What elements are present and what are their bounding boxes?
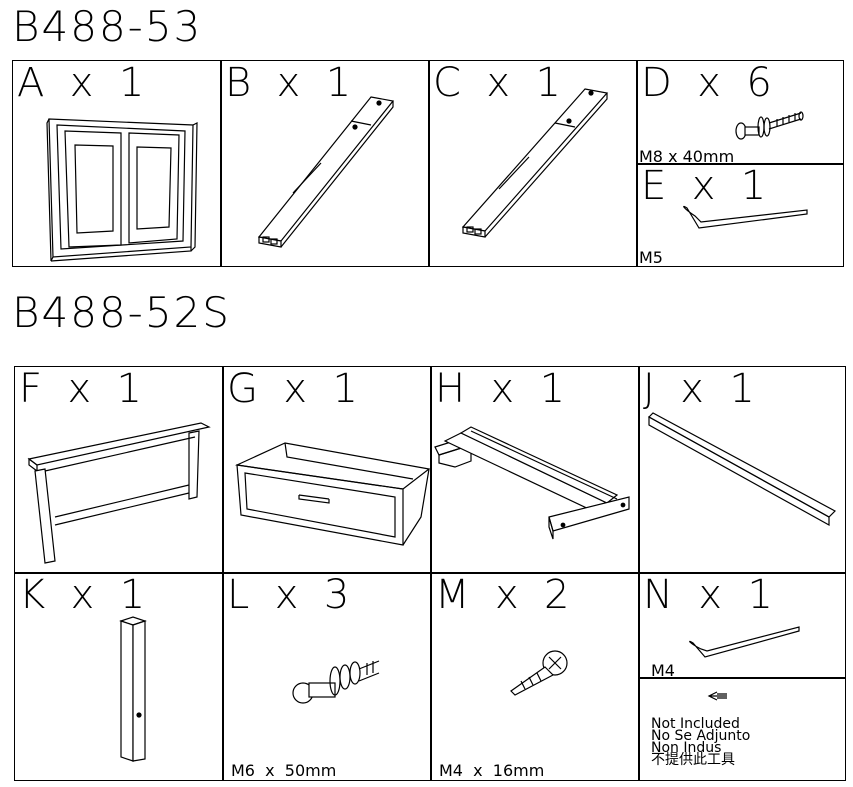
note-line-french: Non Indus — [651, 740, 722, 756]
support-frame-icon — [434, 426, 630, 540]
part-g-cell: G x 1 — [222, 366, 432, 574]
part-e-cell: E x 1 M5 — [636, 163, 844, 267]
base-frame-icon — [27, 422, 211, 564]
part-l-label: L x 3 — [227, 572, 350, 618]
part-l-cell: L x 3 M6 x 50mm — [222, 572, 432, 781]
part-h-cell: H x 1 — [430, 366, 640, 574]
part-g-label: G x 1 — [227, 366, 358, 412]
part-k-cell: K x 1 — [14, 572, 224, 781]
part-m-cell: M x 2 M4 x 16mm — [430, 572, 640, 781]
note-line-english: Not Included — [651, 716, 740, 732]
bolt-m6-icon — [292, 660, 380, 704]
not-included-note: Not Included No Se Adjunto Non Indus 不提供… — [651, 716, 751, 768]
part-e-spec: M5 — [639, 248, 663, 267]
part-b-cell: B x 1 — [220, 60, 430, 267]
part-m-label: M x 2 — [435, 572, 570, 618]
rail-b-icon — [257, 96, 395, 248]
screw-m4-icon — [510, 650, 568, 696]
door-panel-icon — [46, 118, 198, 262]
part-m-spec: M4 x 16mm — [439, 761, 545, 780]
part-d-label: D x 6 — [641, 60, 772, 106]
part-n-label: N x 1 — [643, 572, 773, 618]
part-j-cell: J x 1 — [638, 366, 846, 574]
part-b-label: B x 1 — [225, 60, 352, 106]
strip-j-icon — [648, 412, 836, 527]
note-line-spanish: No Se Adjunto — [651, 728, 751, 744]
drawer-icon — [234, 442, 431, 546]
tool-note-cell: Not Included No Se Adjunto Non Indus 不提供… — [638, 677, 846, 781]
part-c-label: C x 1 — [433, 60, 561, 106]
part-k-label: K x 1 — [19, 572, 146, 618]
part-j-label: J x 1 — [643, 366, 755, 412]
part-f-label: F x 1 — [19, 366, 142, 412]
allen-key-m5-icon — [683, 205, 808, 229]
part-n-spec: M4 — [651, 661, 675, 680]
part-a-label: A x 1 — [17, 60, 145, 106]
part-h-label: H x 1 — [435, 366, 566, 412]
rail-c-icon — [461, 88, 609, 238]
part-f-cell: F x 1 — [14, 366, 224, 574]
section-title-b488-52s: B488-52S — [12, 288, 231, 337]
section-title-b488-53: B488-53 — [12, 2, 203, 51]
part-d-spec: M8 x 40mm — [639, 147, 735, 166]
part-a-cell: A x 1 — [12, 60, 222, 267]
part-c-cell: C x 1 — [428, 60, 638, 267]
part-d-cell: D x 6 M8 x 40mm — [636, 60, 844, 166]
part-n-cell: N x 1 M4 — [638, 572, 846, 680]
allen-key-m4-icon — [689, 626, 800, 658]
bolt-m8-icon — [735, 111, 804, 140]
part-e-label: E x 1 — [641, 163, 767, 209]
leg-k-icon — [119, 616, 147, 762]
note-line-chinese: 不提供此工具 — [651, 752, 735, 768]
part-l-spec: M6 x 50mm — [231, 761, 337, 780]
screwdriver-icon — [707, 691, 727, 701]
